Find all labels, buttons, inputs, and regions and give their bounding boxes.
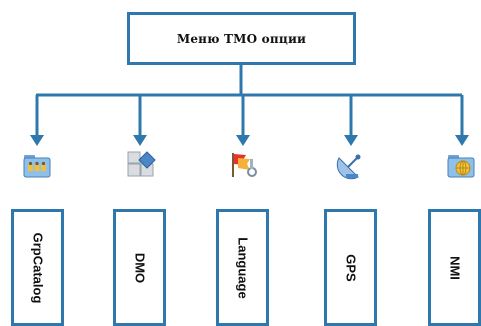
menu-item-gps: GPS (324, 209, 377, 326)
menu-item-label: Language (235, 236, 250, 299)
dmo-grid-icon (126, 150, 156, 180)
menu-root-box: Меню ТМО опции (127, 12, 356, 65)
globe-folder-icon (446, 150, 476, 180)
language-flag-icon (228, 150, 258, 180)
menu-item-grpcatalog: GrpCatalog (11, 209, 64, 326)
menu-item-dmo: DMO (113, 209, 166, 326)
menu-item-label: NMI (447, 255, 462, 280)
arrowhead-language (236, 135, 250, 146)
arrowhead-gps (344, 135, 358, 146)
satellite-dish-icon (336, 150, 366, 180)
arrowhead-nmi (455, 135, 469, 146)
menu-item-language: Language (216, 209, 269, 326)
menu-item-nmi: NMI (428, 209, 481, 326)
menu-item-label: GPS (343, 253, 358, 282)
arrowhead-dmo (133, 135, 147, 146)
arrowhead-grpcatalog (30, 135, 44, 146)
folder-group-icon (22, 150, 52, 180)
menu-item-label: DMO (132, 252, 147, 283)
menu-item-label: GrpCatalog (30, 232, 45, 303)
menu-title: Меню ТМО опции (176, 31, 307, 46)
